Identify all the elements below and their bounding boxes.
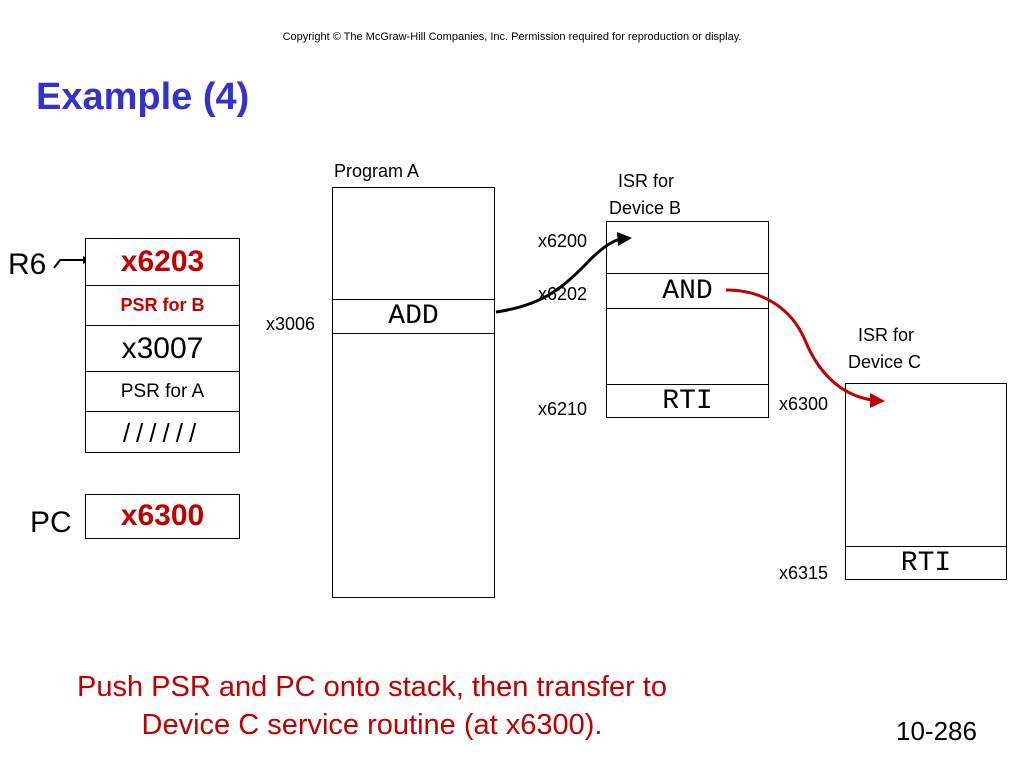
caption-line-2: Device C service routine (at x6300). (141, 709, 603, 741)
caption-line-1: Push PSR and PC onto stack, then transfe… (77, 671, 667, 703)
stack-cell-psr-b: PSR for B (86, 285, 239, 325)
stack-cell-empty: ////// (86, 411, 239, 454)
isr-c-box: RTI (845, 383, 1007, 580)
program-a-box: ADD (332, 187, 495, 598)
r6-label: R6 (8, 248, 47, 281)
stack-cell-saved-pc-b: x6203 (120, 245, 205, 278)
pc-box: x6300 (85, 494, 240, 539)
arrow-add-to-isr-b-icon (495, 232, 632, 314)
pc-value: x6300 (120, 499, 205, 532)
program-a-address: x3006 (266, 314, 316, 334)
isr-b-header-line1: ISR for (618, 171, 675, 191)
isr-b-address-rti: x6210 (538, 399, 588, 419)
isr-b-address-and: x6202 (538, 284, 588, 304)
isr-b-rti-cell: RTI (607, 384, 768, 418)
stack-cell-saved-pc-a: x3007 (86, 325, 239, 371)
isr-c-header-line1: ISR for (858, 325, 915, 345)
program-a-add-cell: ADD (333, 299, 494, 334)
isr-b-header-line2: Device B (609, 198, 682, 218)
program-a-header: Program A (334, 161, 420, 181)
isr-c-header-line2: Device C (848, 352, 922, 372)
slide-number: 10-286 (896, 716, 977, 746)
slide-title: Example (4) (36, 76, 250, 118)
caption: Push PSR and PC onto stack, then transfe… (0, 668, 744, 744)
isr-c-rti-cell: RTI (846, 546, 1006, 580)
isr-b-box: AND RTI (606, 221, 769, 418)
isr-b-and-cell: AND (607, 273, 768, 309)
stack-cell-psr-a: PSR for A (86, 371, 239, 411)
pc-label: PC (30, 506, 72, 539)
copyright-notice: Copyright © The McGraw-Hill Companies, I… (282, 31, 742, 43)
arrow-and-to-isr-c-icon (725, 288, 885, 408)
isr-c-address-start: x6300 (779, 394, 829, 414)
stack-box: x6203 PSR for B x3007 PSR for A ////// (85, 238, 240, 453)
isr-c-address-rti: x6315 (779, 563, 829, 583)
isr-b-address-start: x6200 (538, 231, 588, 251)
